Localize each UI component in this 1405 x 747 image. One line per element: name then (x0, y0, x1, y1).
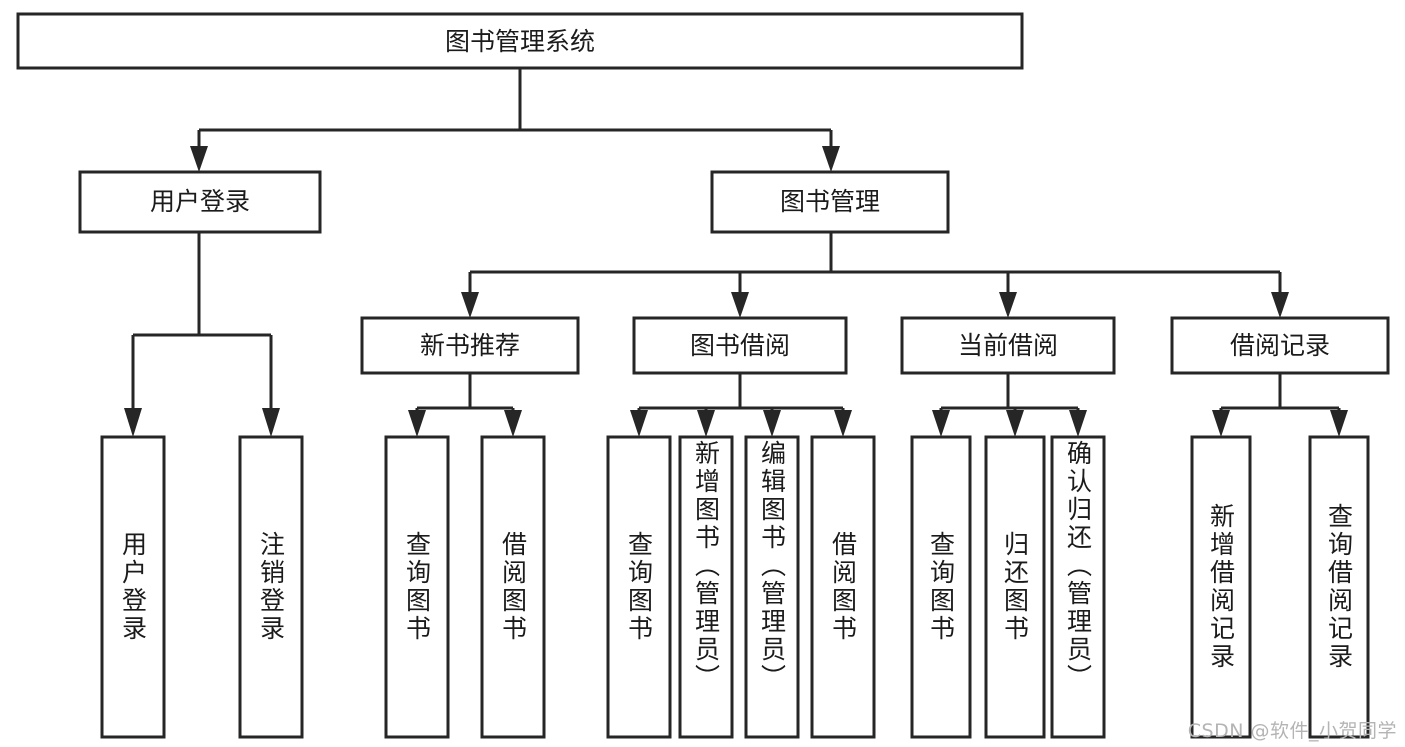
node-root[interactable]: 图书管理系统 (16, 12, 1024, 70)
node-borrow-record-label: 借阅记录 (1230, 331, 1330, 360)
node-book-management-label: 图书管理 (780, 187, 880, 216)
leaf-box-user-logout[interactable] (238, 435, 304, 739)
node-borrow-record[interactable]: 借阅记录 (1170, 316, 1390, 375)
arrowhead-bb-borrow (834, 410, 852, 437)
leaf-box-cb-return-book[interactable] (984, 435, 1046, 739)
node-book-management[interactable]: 图书管理 (710, 170, 950, 234)
leaf-box-user-login[interactable] (100, 435, 166, 739)
arrowhead-br-add (1212, 410, 1230, 437)
connector-book-mgmt-to-level3 (461, 232, 1289, 318)
node-user-login-box (78, 170, 322, 234)
arrowhead-user-login (190, 146, 208, 172)
arrowhead-new-book (461, 292, 479, 318)
connector-borrow-to-leaves (630, 373, 852, 437)
node-new-book-recommend-box (360, 316, 580, 375)
node-root-box (16, 12, 1024, 70)
node-book-management-box (710, 170, 950, 234)
node-user-login[interactable]: 用户登录 (78, 170, 322, 234)
leaf-box-bb-query-book[interactable] (606, 435, 672, 739)
node-book-borrow-box (632, 316, 848, 375)
node-current-borrow[interactable]: 当前借阅 (900, 316, 1116, 375)
arrowhead-bb-query (630, 410, 648, 437)
leaf-box-cb-query-book[interactable] (910, 435, 972, 739)
node-user-login-label: 用户登录 (150, 187, 250, 216)
leaf-box-cb-confirm-return[interactable] (1050, 435, 1106, 739)
csdn-watermark: CSDN @软件_小贺同学 (1187, 720, 1397, 742)
node-new-book-recommend[interactable]: 新书推荐 (360, 316, 580, 375)
node-current-borrow-label: 当前借阅 (958, 331, 1058, 360)
leaf-box-nb-borrow-book[interactable] (480, 435, 546, 739)
arrowhead-record (1271, 292, 1289, 318)
arrowhead-current (999, 292, 1017, 318)
leaf-boxes (100, 435, 1370, 739)
arrowhead-cb-return (1006, 410, 1024, 437)
arrowhead-leaf-user-login (124, 408, 142, 437)
arrowhead-cb-query (932, 410, 950, 437)
arrowhead-nb-borrow (504, 410, 522, 437)
connector-record-to-leaves (1212, 373, 1348, 437)
node-book-borrow[interactable]: 图书借阅 (632, 316, 848, 375)
arrowhead-book-mgmt (822, 146, 840, 172)
connector-root-to-level2 (190, 68, 840, 172)
arrowhead-nb-query (408, 410, 426, 437)
leaf-box-bb-edit-book[interactable] (744, 435, 800, 739)
arrowhead-br-query (1330, 410, 1348, 437)
node-new-book-recommend-label: 新书推荐 (420, 331, 520, 360)
node-root-label: 图书管理系统 (445, 27, 595, 56)
connector-user-login-to-leaves (124, 232, 280, 437)
arrowhead-bb-add (697, 410, 715, 437)
arrowhead-borrow (731, 292, 749, 318)
node-borrow-record-box (1170, 316, 1390, 375)
arrowhead-bb-edit (763, 410, 781, 437)
node-current-borrow-box (900, 316, 1116, 375)
connector-current-to-leaves (932, 373, 1087, 437)
leaf-box-br-add-record[interactable] (1190, 435, 1252, 739)
leaf-box-bb-borrow-book[interactable] (810, 435, 876, 739)
node-book-borrow-label: 图书借阅 (690, 331, 790, 360)
leaf-box-br-query-record[interactable] (1308, 435, 1370, 739)
leaf-box-bb-add-book[interactable] (678, 435, 734, 739)
arrowhead-cb-confirm (1069, 410, 1087, 437)
arrowhead-leaf-user-logout (262, 408, 280, 437)
connector-new-book-to-leaves (408, 373, 522, 437)
leaf-box-nb-query-book[interactable] (384, 435, 450, 739)
